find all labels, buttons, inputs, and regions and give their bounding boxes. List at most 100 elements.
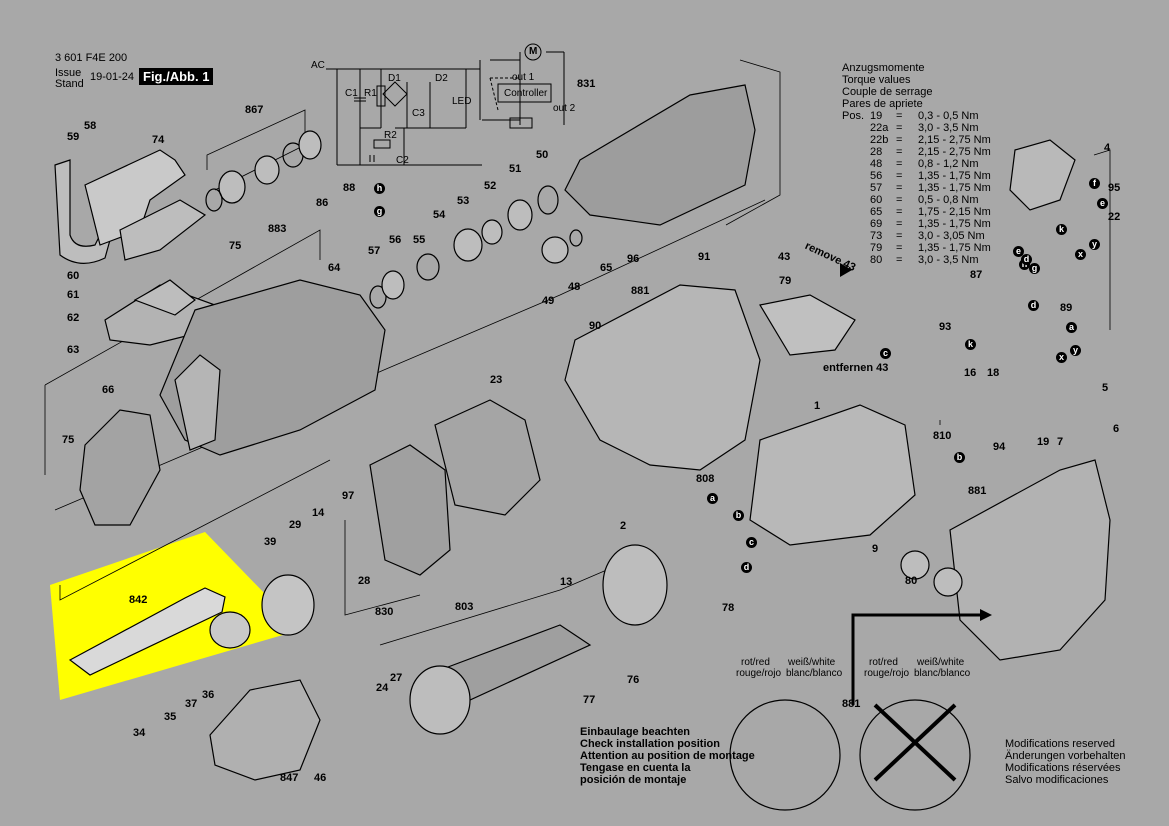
connector-letter-g: g [1029, 263, 1040, 274]
connector-letter-g: g [374, 206, 385, 217]
connector-letter-x: x [1075, 249, 1086, 260]
part-number-label: 803 [455, 601, 474, 613]
circuit-ac: AC [311, 60, 325, 71]
part-number-label: 39 [264, 536, 277, 548]
torque-eq: = [896, 254, 903, 266]
part-number-label: 56 [389, 234, 402, 246]
circuit-c3: C3 [412, 108, 425, 119]
part-number-label: 19 [1037, 436, 1050, 448]
connector-letter-f: f [1089, 178, 1100, 189]
part-number-label: 55 [413, 234, 426, 246]
part-number-label: 90 [589, 320, 602, 332]
issue-label: Issue Stand [55, 67, 84, 90]
torque-row: 69=1,35 - 1,75 Nm [842, 218, 991, 230]
part-number-label: 60 [67, 270, 80, 282]
part-number-label: 80 [905, 575, 918, 587]
part-number-label: 24 [376, 682, 389, 694]
part-number-label: 4 [1104, 142, 1111, 154]
part-number-label: 7 [1057, 436, 1064, 448]
part-number-label: 64 [328, 262, 341, 274]
torque-pos: 65 [870, 206, 883, 218]
entfernen-43-note: entfernen 43 [823, 362, 889, 374]
pointer-arrow [851, 613, 980, 705]
part-number-label: 89 [1060, 302, 1073, 314]
part-number-label: 13 [560, 576, 573, 588]
install-line: Einbaulage beachten [580, 726, 691, 738]
torque-pos-label [842, 230, 870, 242]
torque-value: 0,8 - 1,2 Nm [918, 158, 979, 170]
torque-pos: 56 [870, 170, 883, 182]
torque-row: 65=1,75 - 2,15 Nm [842, 206, 991, 218]
connector-letter-k: k [1056, 224, 1067, 235]
torque-pos-label [842, 170, 870, 182]
torque-value: 2,15 - 2,75 Nm [918, 134, 991, 146]
wire-red-label: rot/red [741, 657, 770, 668]
torque-value: 3,0 - 3,05 Nm [918, 230, 985, 242]
torque-row: 48=0,8 - 1,2 Nm [842, 158, 991, 170]
issue-date: 19-01-24 [90, 71, 135, 83]
circuit-motor: M [529, 46, 538, 57]
circuit-c1: C1 [345, 88, 358, 99]
connector-letter-a: a [707, 493, 718, 504]
install-line: Tengase en cuenta la [580, 762, 691, 774]
wire-white-label-2: blanc/blanco [786, 668, 843, 679]
torque-eq: = [896, 230, 903, 242]
part-number-label: 16 [964, 367, 977, 379]
circuit-d1: D1 [388, 73, 401, 84]
part-number-label: 831 [577, 78, 596, 90]
part-number-label: 59 [67, 131, 80, 143]
part-number-label: 95 [1108, 182, 1121, 194]
part-number-label: 77 [583, 694, 596, 706]
torque-value: 1,35 - 1,75 Nm [918, 242, 991, 254]
torque-eq: = [896, 134, 903, 146]
circuit-out1: out 1 [512, 72, 535, 83]
torque-pos: 22b [870, 134, 889, 146]
part-number-label: 36 [202, 689, 215, 701]
torque-value: 0,3 - 0,5 Nm [918, 110, 979, 122]
part-number-label: 62 [67, 312, 80, 324]
torque-eq: = [896, 242, 903, 254]
part-number-label: 91 [698, 251, 711, 263]
torque-row: 28=2,15 - 2,75 Nm [842, 146, 991, 158]
torque-title-fr: Couple de serrage [842, 86, 933, 98]
torque-pos-label [842, 182, 870, 194]
torque-value: 2,15 - 2,75 Nm [918, 146, 991, 158]
mod-line: Modifications réservées [1005, 762, 1121, 774]
circuit-led: LED [452, 96, 472, 107]
torque-pos: 79 [870, 242, 883, 254]
part-number-label: 96 [627, 253, 640, 265]
parts-drawings [54, 84, 1111, 811]
part-number-label: 50 [536, 149, 549, 161]
torque-row: 57=1,35 - 1,75 Nm [842, 182, 991, 194]
torque-eq: = [896, 158, 903, 170]
part-number-label: 78 [722, 602, 735, 614]
part-number-label: 74 [152, 134, 165, 146]
torque-eq: = [896, 110, 903, 122]
part-number-label: 93 [939, 321, 952, 333]
torque-title-de: Anzugsmomente [842, 62, 925, 74]
torque-pos: 69 [870, 218, 883, 230]
torque-pos-label [842, 122, 870, 134]
part-number-label: 867 [245, 104, 264, 116]
circuit-d2: D2 [435, 73, 448, 84]
torque-value: 0,5 - 0,8 Nm [918, 194, 979, 206]
torque-table: Anzugsmomente Torque values Couple de se… [842, 62, 991, 266]
torque-row: 80=3,0 - 3,5 Nm [842, 254, 991, 266]
part-number-label: 63 [67, 344, 80, 356]
part-number-label: 57 [368, 245, 381, 257]
doc-number: 3 601 F4E 200 [55, 52, 128, 64]
part-number-label: 34 [133, 727, 146, 739]
part-number-label: 52 [484, 180, 497, 192]
torque-value: 3,0 - 3,5 Nm [918, 122, 979, 134]
part-number-label: 49 [542, 295, 555, 307]
mod-line: Modifications reserved [1005, 738, 1116, 750]
wire-white-label: weiß/white [788, 657, 836, 668]
torque-pos: 28 [870, 146, 883, 158]
part-number-label: 29 [289, 519, 302, 531]
torque-row: 60=0,5 - 0,8 Nm [842, 194, 991, 206]
part-number-label: 808 [696, 473, 715, 485]
part-number-label: 48 [568, 281, 581, 293]
part-number-label: 51 [509, 163, 522, 175]
